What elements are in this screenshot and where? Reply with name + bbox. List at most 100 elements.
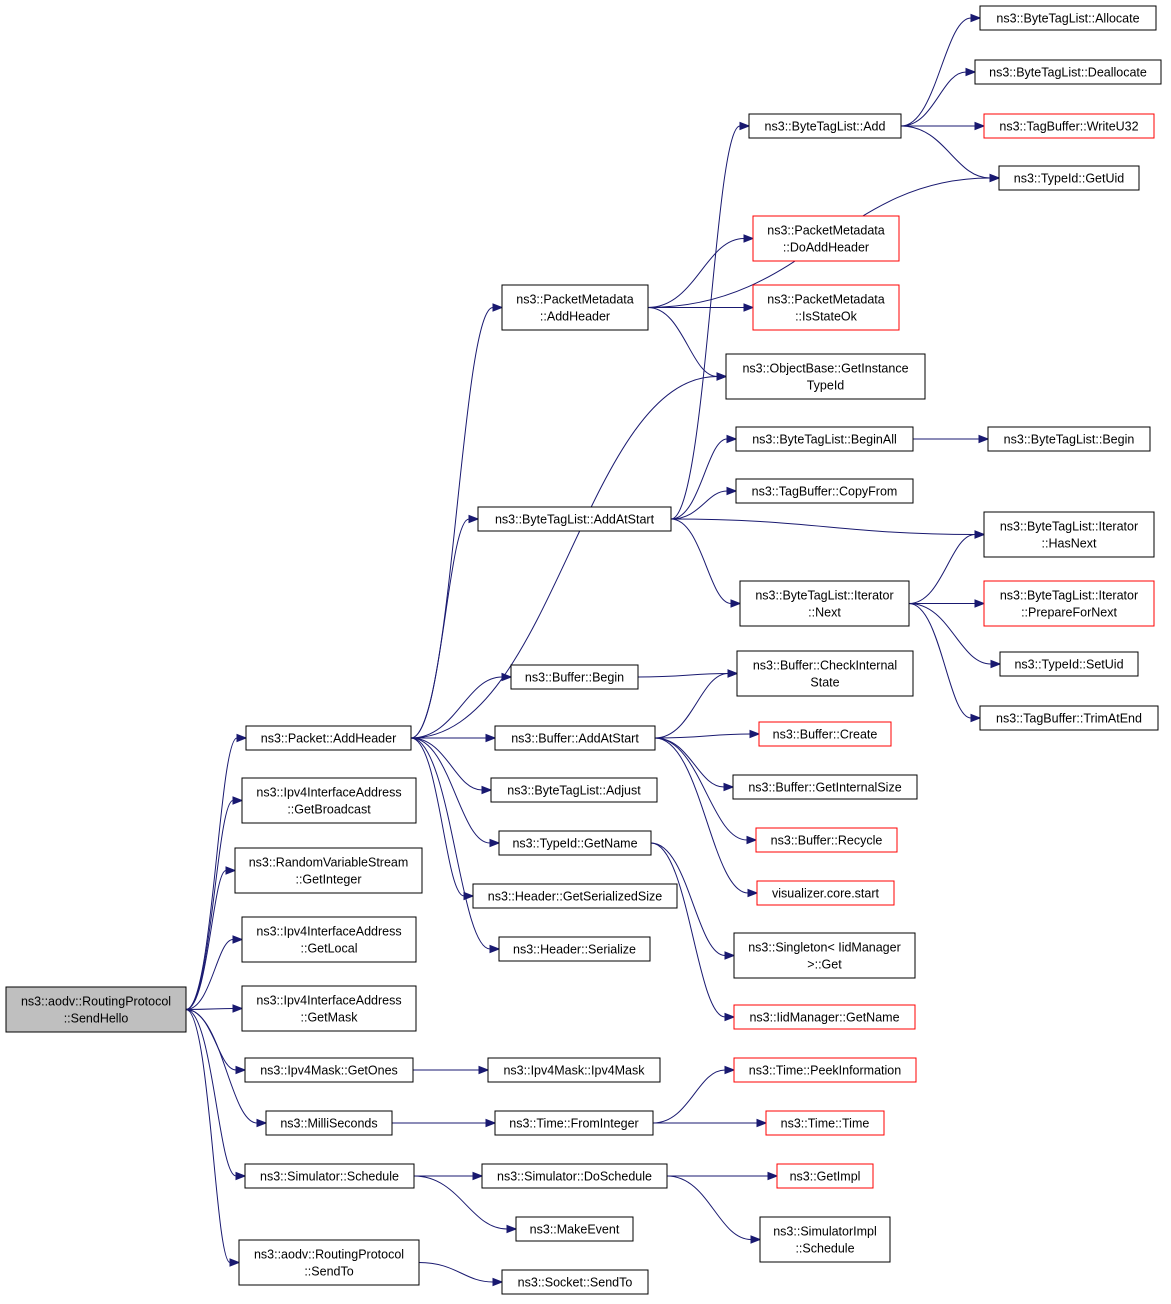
- node-btl-begin[interactable]: ns3::ByteTagList::Begin: [987, 426, 1151, 452]
- node-label: ns3::TypeId::GetUid: [1014, 172, 1125, 186]
- node-btl-deallocate[interactable]: ns3::ByteTagList::Deallocate: [974, 59, 1162, 85]
- edge-buffer_addatstart-to-buffer_getinternalsize: [654, 737, 735, 792]
- node-label: ns3::Ipv4InterfaceAddress: [256, 925, 401, 939]
- node-root[interactable]: ns3::aodv::RoutingProtocol::SendHello: [5, 986, 187, 1033]
- edge-btl_add-to-btl_allocate: [900, 13, 982, 127]
- node-label: ns3::ByteTagList::Iterator: [1000, 520, 1138, 534]
- node-time-frominteger[interactable]: ns3::Time::FromInteger: [494, 1110, 654, 1136]
- node-header-getsersize[interactable]: ns3::Header::GetSerializedSize: [472, 883, 678, 909]
- edge-pm_addheader-to-pm_doaddheader: [647, 234, 755, 308]
- node-visualizer-start[interactable]: visualizer.core.start: [756, 880, 895, 906]
- edge-buffer_addatstart-to-visualizer_start: [654, 737, 759, 898]
- node-time-time[interactable]: ns3::Time::Time: [765, 1110, 885, 1136]
- node-pm-isstateok[interactable]: ns3::PacketMetadata::IsStateOk: [752, 284, 900, 331]
- node-btl-iter-next[interactable]: ns3::ByteTagList::Iterator::Next: [739, 580, 910, 627]
- node-typeid-getuid[interactable]: ns3::TypeId::GetUid: [998, 165, 1140, 191]
- node-btl-allocate[interactable]: ns3::ByteTagList::Allocate: [979, 5, 1157, 31]
- node-time-peekinfo[interactable]: ns3::Time::PeekInformation: [733, 1057, 917, 1083]
- node-ipv4-getlocal[interactable]: ns3::Ipv4InterfaceAddress::GetLocal: [241, 916, 417, 963]
- node-ipv4mask-ctor[interactable]: ns3::Ipv4Mask::Ipv4Mask: [487, 1057, 661, 1083]
- node-label: ns3::Simulator::DoSchedule: [497, 1170, 652, 1184]
- node-btl-add[interactable]: ns3::ByteTagList::Add: [748, 113, 902, 139]
- edge-btl_addatstart-to-tb_copyfrom: [670, 486, 738, 520]
- edge-root-to-ipv4_getlocal: [185, 935, 244, 1010]
- node-label: ns3::Buffer::Recycle: [771, 834, 883, 848]
- node-label: ns3::ByteTagList::Allocate: [996, 12, 1139, 26]
- node-label: ::GetBroadcast: [287, 803, 371, 817]
- edge-typeid_getname-to-singleton_get: [650, 842, 736, 960]
- node-label: ns3::Buffer::GetInternalSize: [748, 781, 901, 795]
- node-label: ns3::PacketMetadata: [516, 293, 633, 307]
- node-label: ns3::Buffer::Begin: [525, 671, 624, 685]
- node-ipv4-getbroadcast[interactable]: ns3::Ipv4InterfaceAddress::GetBroadcast: [241, 777, 417, 824]
- node-btl-iter-hasnext[interactable]: ns3::ByteTagList::Iterator::HasNext: [983, 511, 1155, 558]
- node-btl-iter-prepare[interactable]: ns3::ByteTagList::Iterator::PrepareForNe…: [983, 580, 1155, 627]
- node-label: ns3::GetImpl: [790, 1170, 861, 1184]
- edge-packet_addheader-to-typeid_getname: [410, 737, 501, 848]
- node-buffer-getinternalsize[interactable]: ns3::Buffer::GetInternalSize: [732, 774, 918, 800]
- node-tb-writeu32[interactable]: ns3::TagBuffer::WriteU32: [983, 113, 1155, 139]
- node-label: ns3::Singleton< IidManager: [748, 941, 901, 955]
- edge-sim_doschedule-to-simimpl_schedule: [666, 1175, 762, 1244]
- node-packet-addheader[interactable]: ns3::Packet::AddHeader: [245, 725, 412, 751]
- node-label: ns3::Ipv4Mask::Ipv4Mask: [503, 1064, 645, 1078]
- node-label: ns3::ByteTagList::Deallocate: [989, 66, 1147, 80]
- node-label: ns3::SimulatorImpl: [773, 1225, 877, 1239]
- node-label: ns3::MakeEvent: [530, 1223, 620, 1237]
- node-buffer-create[interactable]: ns3::Buffer::Create: [758, 721, 892, 747]
- edge-pm_addheader-to-pm_isstateok: [647, 303, 755, 312]
- node-header-serialize[interactable]: ns3::Header::Serialize: [498, 936, 651, 962]
- edge-btl_iter_next-to-typeid_setuid: [908, 603, 1002, 669]
- edge-milliseconds-to-time_frominteger: [391, 1118, 497, 1128]
- nodes-layer: ns3::aodv::RoutingProtocol::SendHellons3…: [5, 5, 1162, 1295]
- node-typeid-getname[interactable]: ns3::TypeId::GetName: [498, 830, 652, 856]
- edge-root-to-packet_addheader: [185, 733, 248, 1010]
- node-label: ns3::ByteTagList::BeginAll: [752, 433, 897, 447]
- node-label: ns3::TypeId::SetUid: [1014, 658, 1123, 672]
- node-makeevent[interactable]: ns3::MakeEvent: [515, 1216, 634, 1242]
- node-rvs-getinteger[interactable]: ns3::RandomVariableStream::GetInteger: [234, 847, 423, 894]
- node-buffer-begin[interactable]: ns3::Buffer::Begin: [510, 664, 639, 690]
- node-iidmanager-getname[interactable]: ns3::IidManager::GetName: [733, 1004, 916, 1030]
- node-label: ns3::IidManager::GetName: [749, 1011, 899, 1025]
- edge-sim_schedule-to-makeevent: [413, 1175, 518, 1234]
- edge-packet_addheader-to-header_serialize: [410, 737, 501, 954]
- node-sim-schedule[interactable]: ns3::Simulator::Schedule: [244, 1163, 415, 1189]
- node-pm-doaddheader[interactable]: ns3::PacketMetadata::DoAddHeader: [752, 215, 900, 262]
- node-label: ::IsStateOk: [795, 310, 858, 324]
- node-ipv4mask-getones[interactable]: ns3::Ipv4Mask::GetOnes: [244, 1057, 414, 1083]
- node-tb-copyfrom[interactable]: ns3::TagBuffer::CopyFrom: [735, 478, 914, 504]
- node-btl-beginall[interactable]: ns3::ByteTagList::BeginAll: [735, 426, 914, 452]
- edge-btl_addatstart-to-btl_beginall: [670, 434, 738, 520]
- node-buffer-addatstart[interactable]: ns3::Buffer::AddAtStart: [494, 725, 656, 751]
- node-btl-addatstart[interactable]: ns3::ByteTagList::AddAtStart: [477, 506, 672, 532]
- edge-packet_addheader-to-btl_addatstart: [410, 514, 480, 739]
- node-sim-doschedule[interactable]: ns3::Simulator::DoSchedule: [481, 1163, 668, 1189]
- node-label: ::DoAddHeader: [783, 241, 869, 255]
- node-simimpl-schedule[interactable]: ns3::SimulatorImpl::Schedule: [759, 1216, 891, 1263]
- node-btl-adjust[interactable]: ns3::ByteTagList::Adjust: [490, 777, 658, 803]
- node-label: ns3::Ipv4InterfaceAddress: [256, 994, 401, 1008]
- edge-buffer_addatstart-to-buffer_create: [654, 729, 761, 739]
- node-pm-addheader[interactable]: ns3::PacketMetadata::AddHeader: [501, 284, 649, 331]
- node-label: visualizer.core.start: [772, 887, 880, 901]
- edge-packet_addheader-to-buffer_addatstart: [411, 733, 497, 743]
- node-label: ns3::aodv::RoutingProtocol: [21, 995, 171, 1009]
- node-buffer-recycle[interactable]: ns3::Buffer::Recycle: [755, 827, 898, 853]
- edge-buffer_addatstart-to-buffer_recycle: [654, 737, 758, 845]
- node-milliseconds[interactable]: ns3::MilliSeconds: [265, 1110, 393, 1136]
- node-socket-sendto[interactable]: ns3::Socket::SendTo: [501, 1269, 649, 1295]
- edge-root-to-sim_schedule: [185, 1009, 247, 1181]
- edge-btl_beginall-to-btl_begin: [913, 434, 990, 444]
- node-label: ns3::ByteTagList::Add: [765, 120, 886, 134]
- node-label: TypeId: [807, 379, 845, 393]
- node-singleton-get[interactable]: ns3::Singleton< IidManager>::Get: [733, 932, 916, 979]
- node-aodv-sendto[interactable]: ns3::aodv::RoutingProtocol::SendTo: [238, 1239, 420, 1286]
- edge-pm_addheader-to-ob_getinstancetypeid: [647, 307, 728, 381]
- node-typeid-setuid[interactable]: ns3::TypeId::SetUid: [999, 651, 1139, 677]
- node-getimpl[interactable]: ns3::GetImpl: [776, 1163, 874, 1189]
- node-ipv4-getmask[interactable]: ns3::Ipv4InterfaceAddress::GetMask: [241, 985, 417, 1032]
- node-tb-trimatend[interactable]: ns3::TagBuffer::TrimAtEnd: [979, 705, 1159, 731]
